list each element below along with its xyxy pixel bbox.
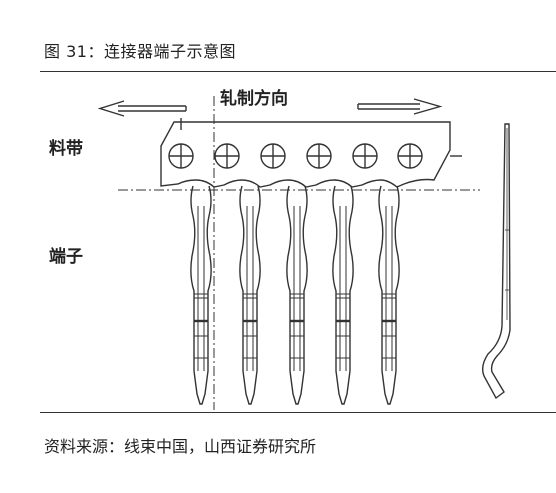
pilot-hole [214,143,240,169]
figure-source: 资料来源：线束中国，山西证券研究所 [44,437,317,456]
pilot-hole [168,143,194,169]
terminal [238,184,262,406]
terminal [331,184,355,406]
terminal [285,184,309,406]
left-direction-arrow [97,100,187,117]
pilot-hole [352,143,378,169]
pilot-hole [260,143,286,169]
pilot-hole [397,143,423,169]
right-direction-arrow [357,98,443,115]
terminal [189,184,213,406]
rolling-direction-label: 轧制方向 [220,88,288,109]
terminal-label: 端子 [49,246,83,267]
side-profile-view [481,123,511,400]
pilot-hole [306,143,332,169]
terminal [377,184,401,406]
top-rule [40,71,556,72]
pilot-holes [168,118,462,169]
terminals [189,184,401,406]
strip-label: 料带 [49,138,83,159]
figure-title: 图 31：连接器端子示意图 [44,42,236,61]
bottom-rule [40,412,556,413]
carrier-strip [160,121,451,188]
